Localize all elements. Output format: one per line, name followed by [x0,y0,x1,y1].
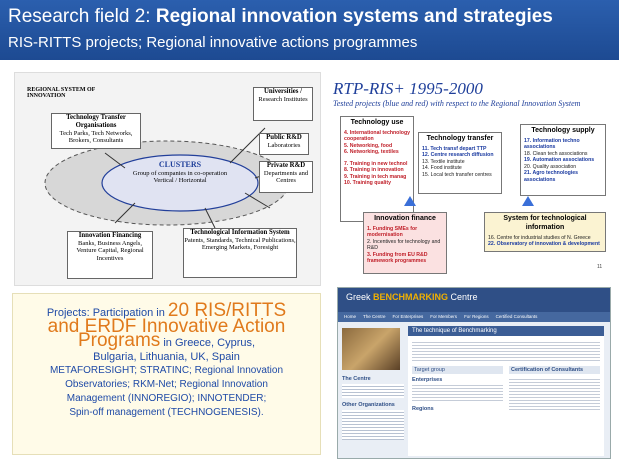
tech-information-system-box: System for technological information 16.… [484,212,606,252]
benchmarking-website: Greek BENCHMARKING Centre Home The Centr… [337,287,611,459]
link-regions[interactable]: Regions [412,406,434,412]
website-nav: Home The Centre For Enterprises For Memb… [338,312,610,322]
nav-members[interactable]: For Members [430,314,458,319]
up-arrow-icon [522,196,534,206]
link-enterprises[interactable]: Enterprises [412,377,443,383]
website-banner: Greek BENCHMARKING Centre [338,288,610,312]
ris-title: Regional System of Innovation [27,87,96,99]
projects-countries: Bulgaria, Lithuania, UK, Spain [93,351,240,363]
slide-subtitle: RIS-RITTS projects; Regional innovative … [8,34,418,51]
slide-header: Research field 2: Regional innovation sy… [0,0,619,60]
website-photo [342,328,400,370]
projects-line1: Projects: Participation in [46,307,168,319]
nav-centre[interactable]: The Centre [363,314,386,319]
technology-use-box: Technology use 4. International technolo… [340,116,414,222]
universities-box: Universities /Research Institutes [253,87,313,121]
up-arrow-icon [404,196,416,206]
rtp-title: RTP-RIS+ 1995-2000 [333,79,483,98]
website-sidebar: The Centre Other Organizations [342,328,404,458]
projects-box: Projects: Participation in 20 RIS/RITTS … [12,293,321,455]
ris-connectors [44,127,290,229]
technology-supply-box: Technology supply 17. Information techno… [520,124,606,196]
nav-consultants[interactable]: Certified Consultants [495,314,538,319]
nav-enterprises[interactable]: For Enterprises [392,314,424,319]
rtp-subtitle: Tested projects (blue and red) with resp… [333,99,581,108]
technology-transfer-box: Technology transfer 11. Tech transf depa… [418,132,502,194]
website-content: The technique of Benchmarking Target gro… [408,326,604,456]
innovation-finance-box: Innovation finance 1. Funding SMEs for m… [363,212,447,274]
projects-highlight: 20 RIS/RITTS [167,300,287,321]
page-number: 11 [597,264,603,270]
link-certification[interactable]: Certification of Consultants [509,366,600,374]
nav-regions[interactable]: For Regions [464,314,489,319]
projects-highlight: and ERDF Innovative Action [47,316,286,337]
projects-highlight: Programs [77,330,161,351]
slide-title: Research field 2: Regional innovation sy… [8,6,553,27]
nav-home[interactable]: Home [344,314,357,319]
ris-diagram: Regional System of Innovation Technology… [14,72,321,286]
